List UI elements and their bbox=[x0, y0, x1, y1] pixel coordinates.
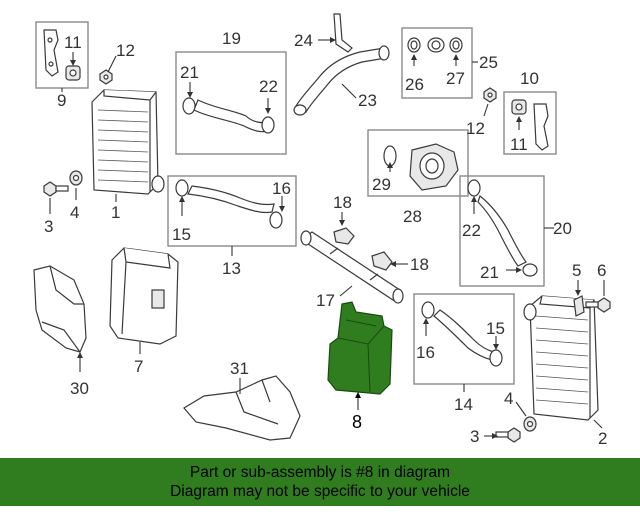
callout-13: 13 bbox=[222, 259, 241, 278]
part-6-bolt bbox=[585, 297, 611, 313]
group-box-10 bbox=[503, 91, 557, 155]
part-30-deflector bbox=[33, 265, 87, 353]
part-10-bracket bbox=[533, 103, 549, 151]
callout-24: 24 bbox=[294, 31, 313, 50]
callout-17: 17 bbox=[316, 291, 335, 310]
part-18-bracket-upper bbox=[333, 227, 355, 245]
part-3-bolt-right bbox=[495, 427, 521, 443]
part-7-bracket bbox=[109, 247, 179, 345]
callout-20: 20 bbox=[553, 219, 572, 238]
banner-line-1: Part or sub-assembly is #8 in diagram bbox=[189, 464, 451, 481]
callout-19: 19 bbox=[222, 29, 241, 48]
callout-3a: 3 bbox=[44, 217, 53, 236]
part-11-bushing bbox=[65, 65, 81, 81]
part-9-bracket bbox=[43, 29, 59, 77]
part-12-nut bbox=[99, 69, 113, 85]
callout-30: 30 bbox=[70, 379, 89, 398]
part-28-throttle-body bbox=[409, 143, 459, 191]
callout-21b: 21 bbox=[480, 263, 499, 282]
callout-27: 27 bbox=[446, 69, 465, 88]
callout-16a: 16 bbox=[272, 179, 291, 198]
callout-21a: 21 bbox=[180, 63, 199, 82]
part-5-clip bbox=[573, 295, 585, 317]
part-24-bracket bbox=[333, 13, 353, 53]
part-4-grommet bbox=[69, 170, 83, 186]
callout-1: 1 bbox=[111, 203, 120, 222]
part-3-bolt bbox=[43, 181, 69, 197]
callout-15b: 15 bbox=[486, 319, 505, 338]
part-20-hose bbox=[467, 179, 538, 277]
part-31-undershield bbox=[183, 375, 301, 441]
parts-diagram: 11 9 12 1 3 4 bbox=[33, 13, 611, 448]
callout-25: 25 bbox=[479, 53, 498, 72]
callout-12b: 12 bbox=[466, 119, 485, 138]
callout-6: 6 bbox=[597, 261, 606, 280]
callout-10: 10 bbox=[520, 69, 539, 88]
part-25-coupler bbox=[427, 37, 445, 53]
callout-28: 28 bbox=[403, 207, 422, 226]
part-19-hose bbox=[182, 97, 275, 134]
part-11-bushing-right bbox=[511, 99, 527, 115]
part-18-bracket-lower bbox=[371, 251, 393, 271]
callout-22b: 22 bbox=[462, 221, 481, 240]
part-2-intercooler-right bbox=[523, 295, 599, 421]
callout-5: 5 bbox=[572, 261, 581, 280]
callout-9: 9 bbox=[57, 91, 66, 110]
callout-31: 31 bbox=[230, 359, 249, 378]
callout-11b: 11 bbox=[510, 135, 528, 154]
callout-8: 8 bbox=[352, 412, 362, 432]
callout-4a: 4 bbox=[70, 203, 79, 222]
callout-12a: 12 bbox=[116, 41, 135, 60]
callout-11a: 11 bbox=[64, 33, 82, 52]
group-box-28 bbox=[367, 129, 469, 197]
callout-29: 29 bbox=[372, 175, 391, 194]
part-8-air-guide-highlighted bbox=[327, 301, 393, 395]
callout-18b: 18 bbox=[410, 255, 429, 274]
callout-16b: 16 bbox=[416, 343, 435, 362]
callout-7: 7 bbox=[134, 357, 143, 376]
info-banner: Part or sub-assembly is #8 in diagram Di… bbox=[0, 458, 640, 506]
group-box-19 bbox=[175, 51, 287, 155]
part-14-hose bbox=[421, 301, 503, 367]
callout-14: 14 bbox=[454, 395, 473, 414]
callout-3b: 3 bbox=[470, 427, 479, 446]
part-27-clamp bbox=[449, 37, 463, 53]
part-26-clamp bbox=[407, 37, 421, 53]
callout-4b: 4 bbox=[504, 389, 513, 408]
part-23-pipe bbox=[293, 45, 390, 116]
callout-18a: 18 bbox=[333, 193, 352, 212]
part-1-intercooler bbox=[91, 89, 165, 195]
part-13-hose bbox=[175, 179, 283, 229]
part-17-pipe bbox=[300, 230, 404, 304]
callout-2: 2 bbox=[598, 429, 607, 448]
group-box-25 bbox=[401, 27, 473, 99]
part-12-nut-right bbox=[483, 87, 497, 103]
callout-22a: 22 bbox=[259, 77, 278, 96]
banner-line-2: Diagram may not be specific to your vehi… bbox=[170, 483, 470, 500]
group-box-20 bbox=[459, 175, 545, 287]
callout-15a: 15 bbox=[172, 225, 191, 244]
callout-23: 23 bbox=[358, 91, 377, 110]
callout-26: 26 bbox=[405, 75, 424, 94]
part-4-grommet-right bbox=[523, 416, 537, 432]
